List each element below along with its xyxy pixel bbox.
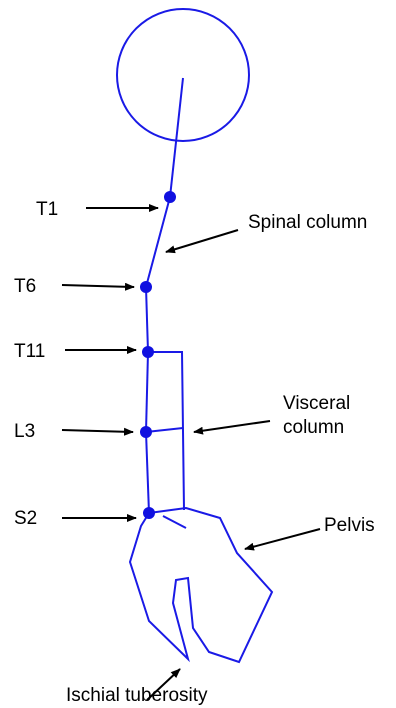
label-pelvis: Pelvis — [324, 515, 375, 536]
pelvis-inner-edge — [163, 516, 186, 528]
annotation-arrows — [62, 208, 320, 700]
vertebra-t6-dot — [140, 281, 152, 293]
label-l3: L3 — [14, 421, 35, 442]
head-circle — [117, 9, 249, 141]
spinal-column-line — [146, 78, 183, 513]
sacral-segment — [146, 432, 149, 513]
lumbar-segment — [146, 352, 148, 432]
neck-segment — [170, 78, 183, 197]
pelvis-arrow — [245, 529, 320, 549]
vertebra-t1-dot — [164, 191, 176, 203]
vertebra-l3-dot — [140, 426, 152, 438]
t6-arrow — [62, 285, 134, 287]
visceral-column-arrow — [194, 421, 270, 432]
vertebra-t11-dot — [142, 346, 154, 358]
spinal-column-arrow — [166, 230, 238, 252]
thoracic-lower-segment — [146, 287, 148, 352]
thoracic-upper-segment — [146, 197, 170, 287]
label-t11: T11 — [14, 341, 45, 362]
label-s2: S2 — [14, 508, 37, 529]
l3-arrow — [62, 430, 133, 432]
pelvis-shape — [130, 508, 272, 662]
label-spinal-column: Spinal column — [248, 212, 367, 233]
label-t6: T6 — [14, 276, 36, 297]
pelvis-outline — [130, 508, 272, 662]
label-visceral-line2: column — [283, 417, 344, 438]
label-t1: T1 — [36, 199, 58, 220]
label-visceral-line1: Visceral — [283, 393, 350, 414]
vertebra-s2-dot — [143, 507, 155, 519]
label-ischial-tuberosity: Ischial tuberosity — [66, 685, 208, 706]
